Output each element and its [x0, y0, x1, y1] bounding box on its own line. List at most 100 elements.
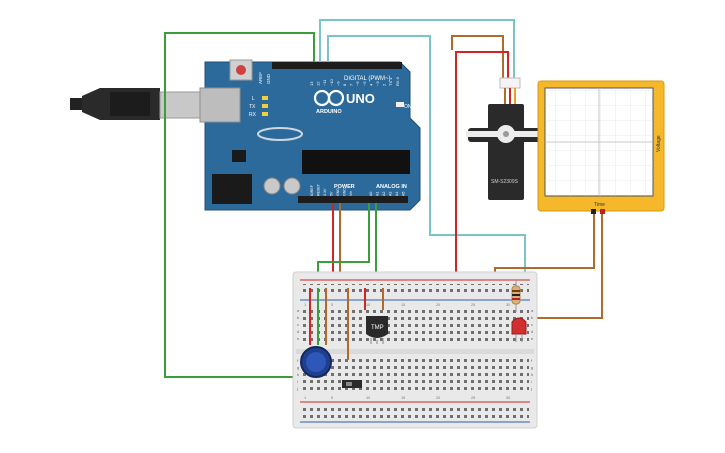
column-number-top: 15 [401, 303, 405, 307]
label-brand: ARDUINO [316, 109, 342, 115]
power-pin-label: 5V [330, 191, 334, 196]
servo-body [488, 104, 524, 200]
regulator [232, 150, 246, 162]
arduino-logo [313, 89, 345, 107]
led-tx [262, 104, 268, 108]
usb-tail [70, 98, 84, 110]
red-led[interactable] [511, 317, 527, 342]
digital-pin-label: 7 [349, 83, 354, 86]
center-channel [296, 349, 534, 354]
servo-shaft [503, 131, 509, 137]
tmp-label: TMP [371, 325, 384, 331]
row-letter-left: d [297, 329, 299, 334]
led-l [262, 96, 268, 100]
crystal [257, 127, 303, 141]
column-number-bottom: 20 [436, 396, 440, 400]
digital-pin-label: 4 [368, 83, 373, 86]
power-pin-label: IOREF [310, 184, 314, 196]
column-number-bottom: 25 [471, 396, 475, 400]
digital-header [272, 62, 402, 69]
breadboard-jumpers[interactable] [309, 288, 384, 360]
row-letter-left: c [297, 322, 299, 327]
main-holes-top [303, 308, 529, 344]
analog-pin-label: A4 [395, 192, 399, 196]
label-power: POWER [334, 184, 355, 190]
column-number-top: 5 [331, 303, 333, 307]
led-on [396, 102, 404, 107]
digital-pin-label: ~3 [375, 81, 380, 86]
resistor-band-3 [512, 298, 520, 300]
led-body [511, 317, 527, 335]
resistor-band-1 [512, 290, 520, 292]
row-letter-right: c [531, 322, 533, 327]
row-letter-left: b [297, 315, 300, 320]
row-letter-left: g [297, 365, 299, 370]
analog-pin-label: A2 [382, 192, 386, 196]
wire-brown-scope-probe[interactable] [528, 212, 603, 319]
capacitor-2 [283, 177, 301, 195]
wire-red-servo-power[interactable] [455, 51, 509, 288]
label-l: L [252, 96, 255, 102]
slide-switch[interactable] [342, 380, 362, 388]
wire-cyan-led[interactable] [327, 35, 526, 285]
oscilloscope[interactable]: Time Voltage [537, 80, 665, 214]
capacitor-1 [263, 177, 281, 195]
usb-cable[interactable] [70, 88, 207, 120]
column-number-top: 1 [304, 303, 306, 307]
digital-pin-label: ~9 [335, 81, 340, 86]
resistor[interactable] [511, 280, 521, 312]
reset-button-cap[interactable] [236, 65, 246, 75]
oscilloscope-xlabel: Time [594, 202, 605, 208]
atmega-chip [302, 150, 410, 174]
tmp-sensor[interactable]: TMP [366, 316, 388, 344]
label-rx: RX [249, 112, 257, 118]
row-letter-left: a [297, 308, 300, 313]
digital-pin-label: RX 0 [395, 76, 400, 86]
row-letter-left: i [297, 379, 298, 384]
oscilloscope-terminal-positive[interactable] [600, 209, 605, 214]
usb-plug-metal [159, 91, 207, 119]
rail-top-holes [303, 284, 529, 296]
power-pin-label: 3.3V [323, 188, 327, 196]
row-letter-right: g [531, 365, 533, 370]
row-letter-left: h [297, 372, 299, 377]
digital-pin-label: 8 [342, 83, 347, 86]
servo-motor[interactable]: SM-S2309S [466, 77, 546, 200]
row-letter-left: e [297, 336, 300, 341]
potentiometer[interactable] [300, 346, 332, 378]
power-jack [212, 174, 252, 204]
analog-pin-label: A1 [376, 192, 380, 196]
column-number-top: 25 [471, 303, 475, 307]
servo-connector [499, 77, 521, 89]
digital-pin-label: 2 [382, 83, 387, 86]
column-number-top: 20 [436, 303, 440, 307]
column-number-bottom: 30 [506, 396, 510, 400]
label-digital: DIGITAL (PWM~) [344, 76, 391, 82]
row-letter-left: f [297, 358, 299, 363]
main-holes-bottom [303, 358, 529, 394]
potentiometer-knob[interactable] [306, 352, 326, 372]
column-number-top: 10 [366, 303, 370, 307]
digital-pin-label: ~11 [322, 79, 327, 86]
digital-pin-label: 12 [316, 81, 321, 86]
wire-green-pin12-to-pot[interactable] [164, 32, 315, 378]
digital-pin-label: ~6 [355, 81, 360, 86]
label-analog: ANALOG IN [376, 184, 407, 190]
led-rx [262, 112, 268, 116]
oscilloscope-terminal-negative[interactable] [591, 209, 596, 214]
digital-pin-label: ~10 [329, 78, 334, 86]
column-number-top: 30 [506, 303, 510, 307]
label-uno: UNO [346, 91, 375, 106]
usb-jack [199, 87, 241, 123]
wire-cyan-servo-signal[interactable] [319, 19, 515, 80]
wire-brown-servo-ground[interactable] [451, 35, 504, 80]
digital-pin-label: TX 1 [388, 77, 393, 86]
power-pin-label: Vin [349, 191, 353, 196]
switch-slider[interactable] [346, 382, 352, 386]
row-letter-right: j [530, 386, 532, 391]
